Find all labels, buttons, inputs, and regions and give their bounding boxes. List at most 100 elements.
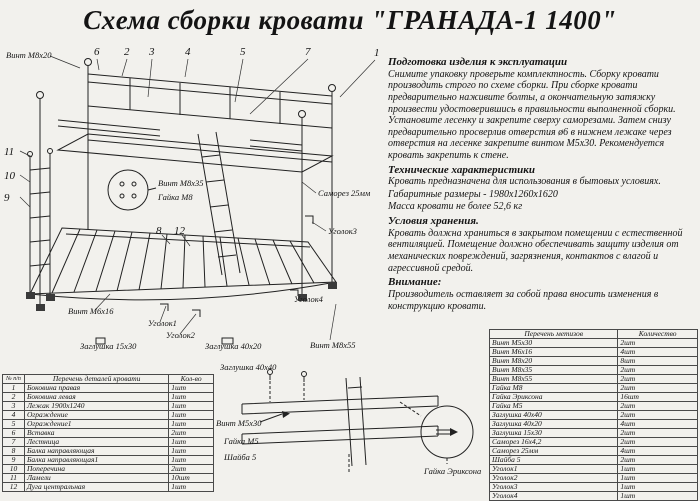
detail-structure [241,369,474,474]
central-arc [29,281,337,301]
detail-labels: Заглушка 40х40 Винт М5х30 Гайка М5 Шайба… [216,362,481,476]
bed-structure [27,58,337,345]
ladder-detail-drawing: Заглушка 40х40 Винт М5х30 Гайка М5 Шайба… [216,362,481,476]
finial-icon [84,58,92,66]
label-shaiba-5: Шайба 5 [223,452,256,462]
corner-bracket-icon [160,215,314,317]
label-zaglushka-40x40: Заглушка 40х40 [220,362,277,372]
zoom-circle [420,405,474,459]
plug-icon [95,337,106,345]
label-gaika-m5: Гайка М5 [223,436,259,446]
hardware-table-header: Перечень метизов Количество [488,329,698,339]
label-vint-m8x55: Винт М8х55 [310,340,356,350]
label-samorez-25: Саморез 25мм [318,188,371,198]
callout-1: 1 [374,47,380,59]
label-vint-m8x35: Винт М8х35 [158,178,204,188]
label-ugolok4: Уголок4 [294,294,324,304]
callout-numbers: 6 2 3 4 5 7 1 11 10 9 8 12 [4,46,380,237]
callout-11: 11 [4,146,14,158]
upper-guard-back [87,73,333,129]
left-side-rungs [29,167,51,267]
callout-3: 3 [148,46,155,58]
instructions: Подготовка изделия к эксплуатации Снимит… [388,54,694,313]
finial-icon [328,84,336,92]
label-vint-m8x20: Винт М8х20 [6,50,52,60]
finial-icon [36,91,44,99]
callout-9: 9 [4,192,10,204]
parts-col-num: № п/п [2,374,25,384]
callout-8: 8 [156,225,162,237]
screw-icon [301,371,307,377]
callout-7: 7 [305,46,311,58]
label-ugolok3: Уголок3 [328,226,357,236]
callout-5: 5 [240,46,246,58]
label-ugolok1: Уголок1 [148,318,177,328]
upper-deck [56,133,334,173]
arrow-icon [259,413,283,423]
parts-col-qty: Кол-во [168,374,214,384]
callout-10: 10 [4,170,16,182]
attention-text: Производитель оставляет за собой права в… [388,288,659,312]
ladder-rungs [201,154,237,258]
parts-table-header: № п/п Перечень деталей кровати Кол-во [2,374,214,384]
prep-header: Подготовка изделия к эксплуатации [388,56,568,68]
diagram-labels: Винт М8х20 Винт М8х35 Гайка М8 Саморез 2… [6,50,371,351]
storage-text: Кровать должна храниться в закрытом поме… [388,227,683,274]
attention-header: Внимание: [388,276,442,289]
left-side-frame [29,153,51,294]
label-gaika-eriksona: Гайка Эриксона [423,466,481,476]
hardware-col-name: Перечень метизов [488,329,619,339]
label-vint-m6x16: Винт М6х16 [68,306,114,316]
callout-4: 4 [185,46,191,58]
finial-icon [298,110,306,118]
label-gaika-m8: Гайка М8 [157,192,193,202]
lower-bed-slats [51,228,315,294]
label-zaglushka-40x20: Заглушка 40х20 [205,341,262,351]
ladder-detail-diagram: Заглушка 40х40 Винт М5х30 Гайка М5 Шайба… [200,358,488,496]
label-vint-m5x30: Винт М5х30 [216,418,262,428]
tech-line-1: Кровать предназначена для использования … [388,176,661,188]
plug-icon [221,337,234,345]
upper-guard-front [57,119,303,152]
callout-6: 6 [94,46,100,58]
bed-drawing: 6 2 3 4 5 7 1 11 10 9 8 12 Винт М8х20 Ви… [4,46,380,351]
leader-lines [19,55,376,341]
tech-header: Технические характеристики [388,163,535,176]
detail-circle [107,169,149,211]
tech-line-3: Масса кровати не более 52,6 кг [388,201,523,213]
label-zaglushka-15x30: Заглушка 15х30 [80,341,137,351]
bed-diagram: 6 2 3 4 5 7 1 11 10 9 8 12 Винт М8х20 Ви… [0,42,385,362]
prep-text: Снимите упаковку проверьте комплектность… [388,68,676,161]
